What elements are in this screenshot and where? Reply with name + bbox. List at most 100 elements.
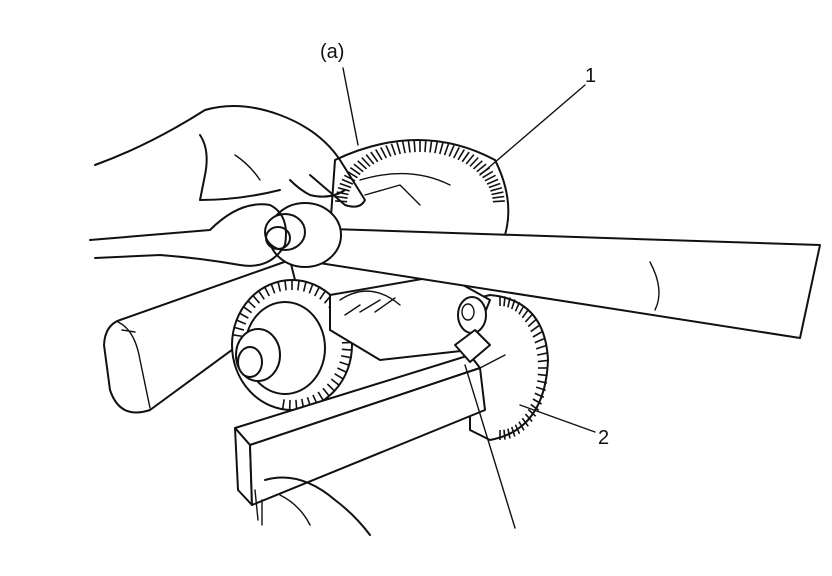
gear-tooth — [510, 299, 516, 310]
gear-tooth — [252, 295, 261, 304]
gear-tooth — [534, 337, 545, 344]
gear-tooth — [239, 312, 249, 319]
gear-tooth — [264, 286, 271, 297]
bracket-bolt — [454, 296, 491, 363]
gear-tooth — [535, 344, 546, 350]
gear-tooth — [232, 334, 243, 338]
gear-tooth — [322, 387, 330, 397]
gear-tooth — [448, 145, 455, 157]
gear-tooth — [380, 146, 388, 159]
leader-2 — [519, 404, 596, 433]
gear-tooth — [532, 331, 542, 338]
gear-tooth — [337, 186, 350, 192]
gear-tooth — [407, 140, 411, 153]
gear-tooth — [537, 373, 548, 377]
gear-tooth — [491, 191, 504, 196]
gear-tooth — [361, 157, 371, 167]
gear-tooth — [375, 149, 383, 161]
gear-tooth — [527, 408, 537, 417]
upper-hand — [94, 105, 366, 208]
gear-tooth — [424, 140, 427, 153]
gear-tooth — [330, 378, 340, 386]
holding-bar — [234, 354, 506, 526]
leader-lines — [342, 67, 596, 529]
front-gear — [231, 279, 353, 411]
gear-tooth — [385, 145, 392, 157]
gear-tooth — [277, 281, 282, 292]
gear-tooth — [341, 348, 352, 351]
gear-tooth — [341, 178, 354, 185]
gear-tooth — [319, 290, 326, 300]
gear-tooth — [490, 186, 503, 192]
gear-tooth — [443, 143, 450, 156]
top-gear — [329, 139, 510, 236]
callout-a: (a) — [320, 41, 344, 63]
gear-tooth — [484, 174, 496, 182]
gear-tooth — [507, 428, 511, 439]
leader-bar — [464, 364, 516, 529]
gear-tooth — [339, 361, 350, 366]
gear-tooth — [537, 359, 548, 363]
gear-tooth — [503, 429, 506, 440]
gear-tooth — [242, 306, 253, 314]
gear-tooth — [534, 392, 545, 399]
gear-tooth — [234, 326, 245, 331]
gear-tooth — [521, 309, 529, 319]
gear-tooth — [370, 151, 379, 163]
gear-tooth — [527, 319, 537, 328]
callout-2: 2 — [598, 427, 609, 449]
gear-tooth — [476, 163, 487, 173]
gear-tooth — [492, 195, 505, 199]
gear-tooth — [297, 280, 300, 291]
gear-tooth — [335, 195, 348, 199]
gear-tooth — [308, 283, 314, 294]
gear-tooth — [514, 301, 521, 312]
gear-tooth — [401, 141, 406, 154]
gear-tooth — [281, 399, 285, 410]
gear-tooth — [521, 417, 529, 427]
gear-tooth — [365, 154, 375, 165]
gear-tooth — [390, 143, 397, 156]
gear-tooth — [284, 280, 287, 291]
gear-tooth — [530, 403, 540, 411]
gear-tooth — [518, 421, 525, 431]
gear-tooth — [429, 140, 433, 153]
gear-tooth — [413, 140, 416, 153]
gear-tooth — [524, 413, 533, 423]
gear-tooth — [503, 296, 506, 307]
gear-tooth — [532, 398, 542, 405]
gear-tooth — [340, 354, 352, 359]
gear-tooth — [258, 290, 265, 300]
gear-tooth — [482, 170, 494, 179]
gear-tooth — [434, 141, 439, 154]
leader-1 — [479, 84, 586, 176]
gear-tooth — [472, 160, 483, 170]
gear-tooth — [236, 319, 247, 325]
gear-tooth — [488, 182, 501, 189]
gear-tooth — [535, 386, 546, 392]
gear-tooth — [469, 157, 479, 167]
gear-tooth — [452, 146, 460, 159]
callout-1: 1 — [585, 65, 596, 87]
gear-tooth — [461, 151, 470, 163]
gear-tooth — [530, 325, 540, 333]
leader-a — [342, 67, 359, 146]
gear-tooth — [465, 154, 475, 165]
gear-tooth — [438, 142, 444, 155]
gear-tooth — [457, 149, 465, 161]
lower-hand — [89, 203, 291, 267]
gear-tooth — [337, 367, 347, 373]
gear-tooth — [537, 352, 548, 356]
wrench-head — [264, 202, 342, 268]
gear-tooth — [492, 200, 505, 203]
gear-tooth — [507, 297, 511, 308]
gear-tooth — [353, 163, 364, 173]
gear-tooth — [302, 281, 307, 292]
gear-tooth — [524, 313, 533, 323]
gear-tooth — [326, 383, 335, 392]
gear-tooth — [537, 380, 548, 384]
gear-tooth — [349, 167, 361, 176]
bottom-hand — [264, 476, 371, 536]
gear-tooth — [486, 178, 499, 185]
gear-tooth — [514, 424, 521, 435]
